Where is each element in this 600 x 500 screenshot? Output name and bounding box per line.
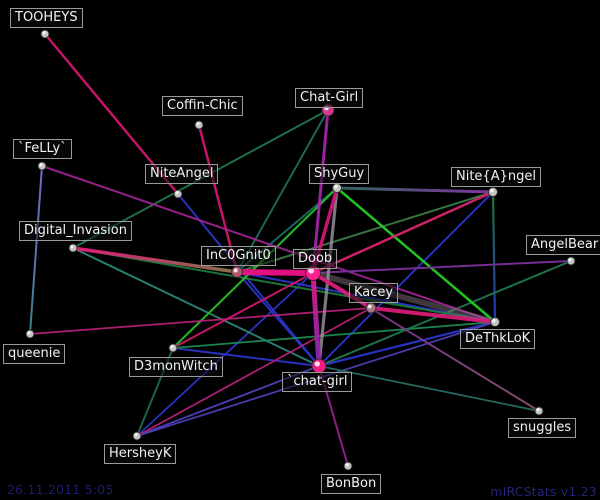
edge-`FeLLy`-queenie	[29, 165, 43, 335]
node-BonBon	[343, 461, 353, 471]
node-Nite{A}ngel	[488, 187, 498, 197]
node-queenie	[25, 329, 35, 339]
edge-D3monWitch-DeThkLoK	[172, 321, 496, 349]
node-`FeLLy`	[37, 161, 47, 171]
node-label-TOOHEYS: TOOHEYS	[10, 8, 83, 28]
edge-Nite{A}ngel-Doob	[311, 190, 495, 275]
edge-Kacey-DeThkLoK	[369, 306, 497, 324]
edge-Doob-DeThkLoK	[310, 270, 498, 325]
edge-queenie-Kacey	[29, 307, 372, 335]
node-TOOHEYS	[40, 29, 50, 39]
edge-Digital_Invasion-DeThkLoK	[72, 247, 496, 323]
node-NiteAngel	[173, 189, 183, 199]
node-label-NiteAngel: NiteAngel	[145, 164, 219, 184]
edge-InC0Gnit0-`chat-girl	[236, 271, 320, 367]
generator-credit-text: mIRCStats v1.23	[490, 484, 597, 499]
edge-HersheyK-Doob	[136, 272, 314, 437]
node-label-Kacey: Kacey	[349, 283, 399, 303]
node-ShyGuy	[332, 183, 342, 193]
edge-AngelBear-Doob	[312, 260, 572, 274]
edge-AngelBear-`chat-girl	[318, 260, 572, 367]
node-AngelBear	[566, 256, 576, 266]
edge-Digital_Invasion-`chat-girl	[72, 247, 320, 367]
edge-HersheyK-Kacey	[136, 307, 372, 437]
node-label-`FeLLy`: `FeLLy`	[13, 139, 72, 159]
node-Kacey	[365, 302, 377, 314]
node-label-Nite{A}ngel: Nite{A}ngel	[451, 167, 541, 187]
edge-ShyGuy-DeThkLoK	[335, 186, 497, 324]
edge-Nite{A}ngel-DeThkLoK	[491, 190, 497, 324]
node-HersheyK	[132, 431, 142, 441]
edge-Chat-Girl-Doob	[311, 108, 330, 275]
node-label-InC0Gnit0: InC0Gnit0	[201, 246, 276, 266]
node-label-ShyGuy: ShyGuy	[309, 164, 370, 184]
edge-D3monWitch-Doob	[172, 272, 314, 349]
edge-Digital_Invasion-InC0Gnit0	[71, 246, 239, 274]
edge-`FeLLy`-DeThkLoK	[41, 165, 496, 323]
node-label-AngelBear: AngelBear	[526, 235, 600, 255]
node-Digital_Invasion	[68, 243, 78, 253]
edge-ShyGuy-Nite{A}ngel	[335, 186, 495, 194]
node-Coffin-Chic	[194, 120, 204, 130]
edge-Chat-Girl-InC0Gnit0	[236, 109, 329, 273]
edge-D3monWitch-`chat-girl	[172, 347, 320, 367]
node-label-Doob: Doob	[293, 249, 338, 269]
node-label-DeThkLoK: DeThkLoK	[460, 329, 536, 349]
node-label-Chat-Girl: Chat-Girl	[295, 88, 364, 108]
node-label-Digital_Invasion: Digital_Invasion	[19, 221, 132, 241]
edge-Nite{A}ngel-InC0Gnit0	[236, 191, 494, 273]
edge-ShyGuy-`chat-girl	[317, 186, 339, 368]
node-label-D3monWitch: D3monWitch	[129, 357, 223, 377]
node-label-queenie: queenie	[3, 344, 66, 364]
edge-Nite{A}ngel-`chat-girl	[318, 191, 494, 367]
edge-Doob-`chat-girl	[310, 270, 322, 369]
node-label-`chat-girl: `chat-girl	[282, 372, 353, 392]
timestamp-text: 26.11.2011 5:05	[7, 482, 114, 497]
node-D3monWitch	[168, 343, 178, 353]
node-snuggles	[534, 406, 544, 416]
node-`chat-girl	[311, 358, 327, 374]
edge-snuggles-`chat-girl	[318, 365, 540, 412]
edge-InC0Gnit0-Doob	[234, 269, 316, 276]
node-label-snuggles: snuggles	[508, 418, 577, 438]
node-label-BonBon: BonBon	[321, 474, 382, 494]
node-DeThkLoK	[490, 317, 500, 327]
node-label-Coffin-Chic: Coffin-Chic	[162, 96, 243, 116]
node-InC0Gnit0	[231, 266, 243, 278]
node-label-HersheyK: HersheyK	[104, 444, 177, 464]
